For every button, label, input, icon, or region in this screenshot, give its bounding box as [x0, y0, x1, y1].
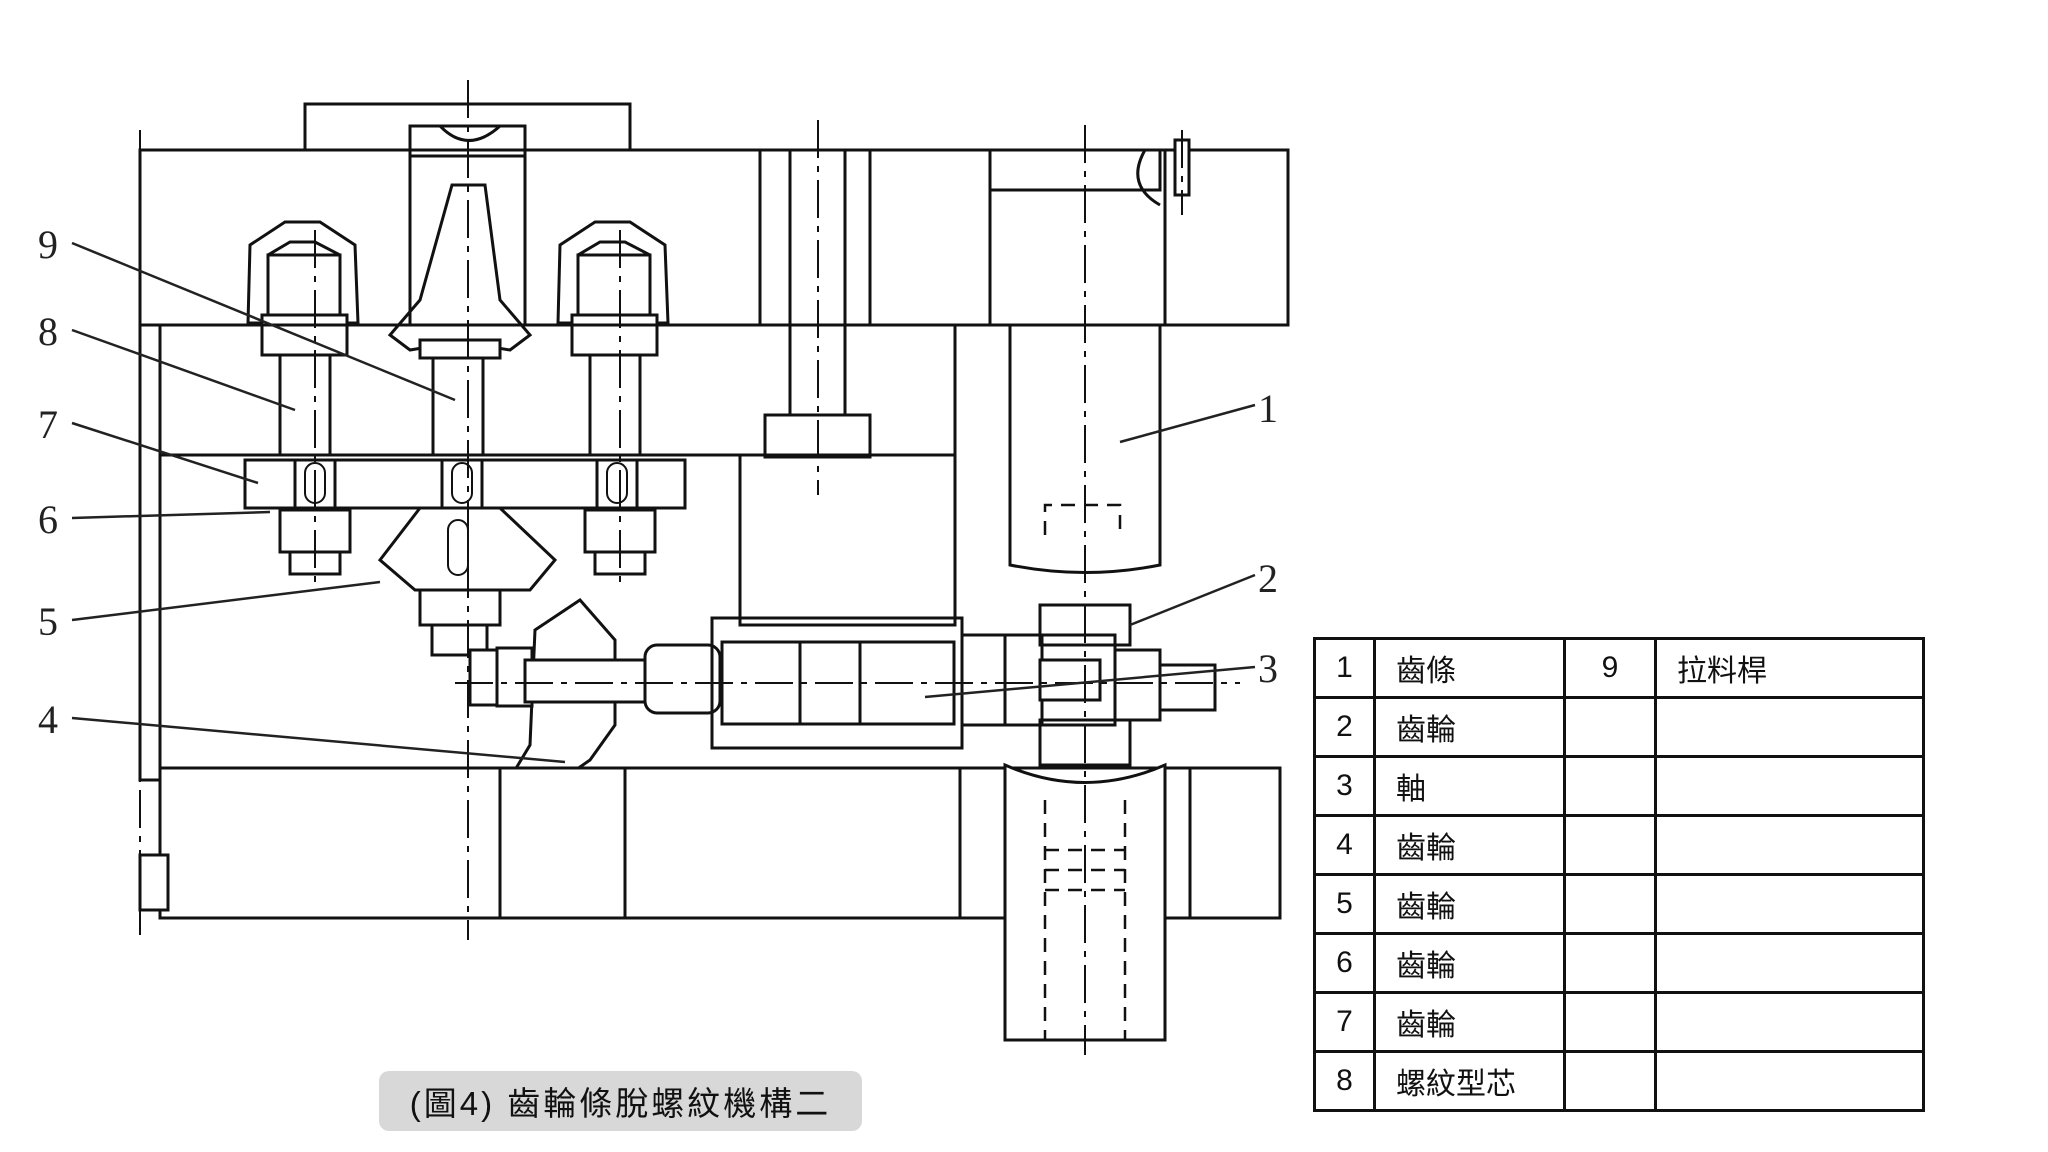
part-name: 螺紋型芯 [1373, 1050, 1566, 1112]
callout-9: 9 [38, 222, 58, 267]
part-name: 齒條 [1373, 637, 1566, 699]
part-name-2 [1654, 873, 1925, 935]
part-name: 軸 [1373, 755, 1566, 817]
part-number: 6 [1313, 932, 1376, 994]
part-name: 齒輪 [1373, 932, 1566, 994]
callout-4: 4 [38, 697, 58, 742]
support-block [738, 453, 957, 627]
part-name-2 [1654, 814, 1925, 876]
part-number-2: 9 [1563, 637, 1657, 699]
fixed-mold-plate [138, 138, 1290, 327]
center-lines [139, 80, 1240, 1055]
part-name: 齒輪 [1373, 814, 1566, 876]
part-number: 1 [1313, 637, 1376, 699]
rack-lower-section [1003, 762, 1167, 1042]
part-number-2 [1563, 1050, 1657, 1112]
part-number: 7 [1313, 991, 1376, 1053]
part-number-2 [1563, 873, 1657, 935]
shaft-3 [523, 603, 1217, 767]
callout-5: 5 [38, 599, 58, 644]
figure-caption: (圖4) 齒輪條脫螺紋機構二 [379, 1071, 862, 1131]
part-name-2 [1654, 755, 1925, 817]
callout-1: 1 [1258, 386, 1278, 431]
callout-3: 3 [1258, 646, 1278, 691]
callout-2: 2 [1258, 556, 1278, 601]
part-number: 5 [1313, 873, 1376, 935]
part-number: 4 [1313, 814, 1376, 876]
part-name-2 [1654, 991, 1925, 1053]
part-name: 齒輪 [1373, 873, 1566, 935]
part-number-2 [1563, 932, 1657, 994]
part-name-2 [1654, 1050, 1925, 1112]
part-number-2 [1563, 991, 1657, 1053]
part-name: 齒輪 [1373, 991, 1566, 1053]
part-number-2 [1563, 814, 1657, 876]
part-name: 齒輪 [1373, 696, 1566, 758]
callout-8: 8 [38, 309, 58, 354]
callouts: 9 8 7 6 5 4 1 2 3 [38, 222, 1278, 764]
part-number: 2 [1313, 696, 1376, 758]
part-name-2 [1654, 932, 1925, 994]
callout-7: 7 [38, 402, 58, 447]
part-number: 8 [1313, 1050, 1376, 1112]
mold-cross-section-drawing: 9 8 7 6 5 4 1 2 3 [38, 80, 1290, 1055]
moving-mold-plate [138, 323, 957, 782]
part-name-2 [1654, 696, 1925, 758]
part-number: 3 [1313, 755, 1376, 817]
part-number-2 [1563, 755, 1657, 817]
part-number-2 [1563, 696, 1657, 758]
part-name-2: 拉料桿 [1654, 637, 1925, 699]
callout-6: 6 [38, 497, 58, 542]
